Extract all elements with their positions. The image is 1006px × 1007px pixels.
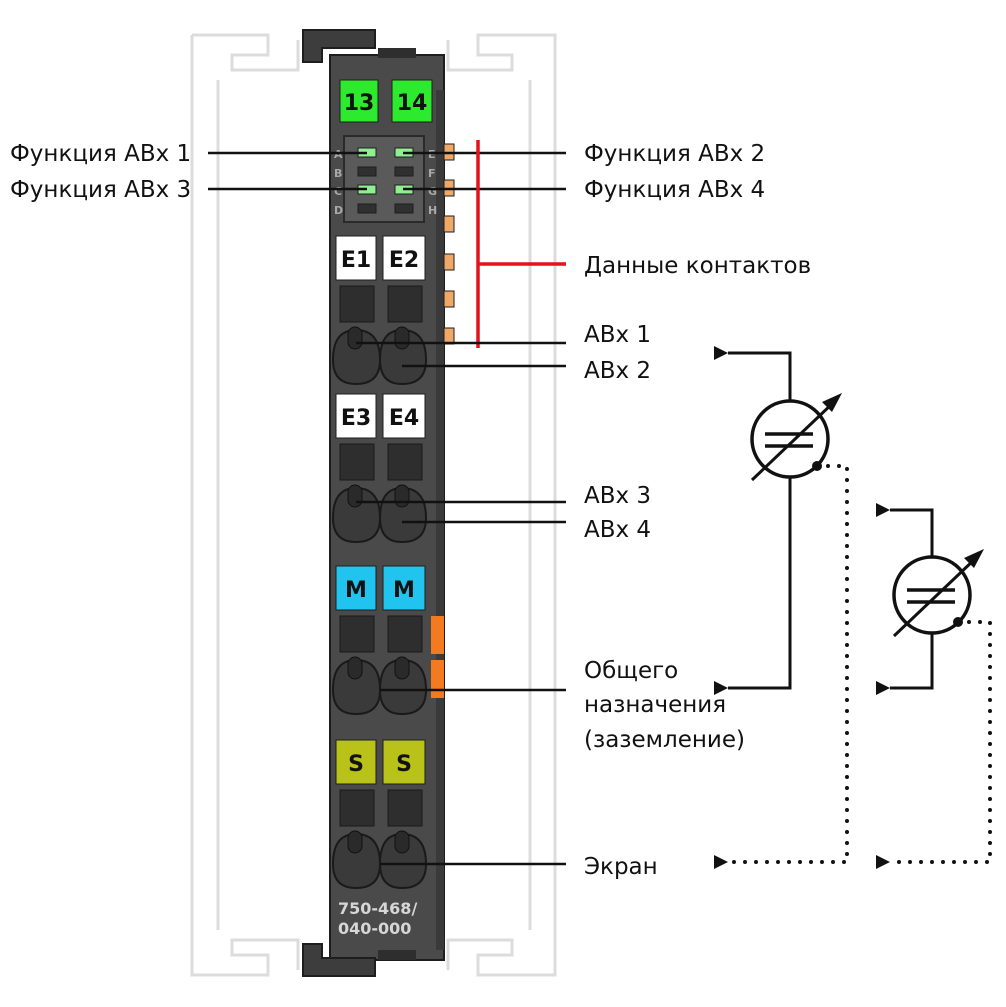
badge-e2 bbox=[382, 235, 426, 281]
part-number-line1: 750-468/ bbox=[338, 899, 417, 918]
led-letter-h: H bbox=[428, 204, 437, 217]
led-f bbox=[394, 166, 414, 177]
part-number-line2: 040-000 bbox=[338, 919, 411, 938]
badge-e3 bbox=[335, 393, 377, 439]
contact-data-bracket bbox=[476, 140, 566, 348]
label-ai3: АВх 3 bbox=[584, 483, 651, 509]
label-ai4: АВх 4 bbox=[584, 517, 651, 543]
label-func-ai3: Функция АВх 3 bbox=[10, 177, 191, 203]
badge-m-1 bbox=[335, 565, 377, 611]
badge-s-1-label: S bbox=[348, 752, 364, 777]
led-letter-f: F bbox=[428, 167, 436, 180]
power-contact-1 bbox=[431, 616, 444, 654]
led-d bbox=[357, 203, 377, 214]
din-rail bbox=[190, 33, 557, 977]
badge-m-1-label: M bbox=[345, 578, 367, 603]
led-letter-c: C bbox=[334, 185, 342, 198]
badge-13 bbox=[339, 79, 379, 123]
badge-e4-label: E4 bbox=[389, 406, 419, 431]
badge-13-label: 13 bbox=[344, 91, 375, 116]
badge-s-1 bbox=[335, 739, 377, 785]
label-func-ai1: Функция АВх 1 bbox=[10, 141, 191, 167]
led-letter-e: E bbox=[428, 148, 436, 161]
label-ai1: АВх 1 bbox=[584, 322, 651, 348]
label-func-ai2: Функция АВх 2 bbox=[584, 141, 765, 167]
badge-14-label: 14 bbox=[397, 91, 428, 116]
led-leader-lines bbox=[208, 151, 566, 191]
badge-e1-label: E1 bbox=[341, 248, 371, 273]
led-letter-b: B bbox=[334, 167, 342, 180]
label-common-line3: (заземление) bbox=[584, 727, 745, 753]
terminal-leader-lines bbox=[356, 341, 566, 866]
label-common-line1: Общего bbox=[584, 658, 678, 684]
led-letter-a: A bbox=[334, 148, 343, 161]
badge-m-2 bbox=[382, 565, 426, 611]
badge-s-2 bbox=[382, 739, 426, 785]
label-shield: Экран bbox=[584, 854, 658, 880]
label-contact-data: Данные контактов bbox=[584, 253, 811, 279]
badge-e2-label: E2 bbox=[389, 248, 419, 273]
badge-e1 bbox=[335, 235, 377, 281]
power-contact-2 bbox=[431, 660, 444, 698]
led-h bbox=[394, 203, 414, 214]
sensor-1 bbox=[714, 346, 849, 869]
badge-e3-label: E3 bbox=[341, 406, 371, 431]
led-letter-d: D bbox=[334, 204, 343, 217]
label-ai2: АВх 2 bbox=[584, 358, 651, 384]
led-b bbox=[357, 166, 377, 177]
led-letter-g: G bbox=[428, 185, 437, 198]
sensor-2 bbox=[876, 503, 992, 869]
label-common-line2: назначения bbox=[584, 692, 726, 718]
badge-e4 bbox=[382, 393, 426, 439]
badge-m-2-label: M bbox=[393, 578, 415, 603]
badge-14 bbox=[391, 79, 433, 123]
io-module: 13 14 A B C D E F G H E1 E bbox=[302, 29, 455, 977]
data-contacts bbox=[443, 143, 455, 345]
badge-s-2-label: S bbox=[396, 752, 412, 777]
label-func-ai4: Функция АВх 4 bbox=[584, 177, 765, 203]
